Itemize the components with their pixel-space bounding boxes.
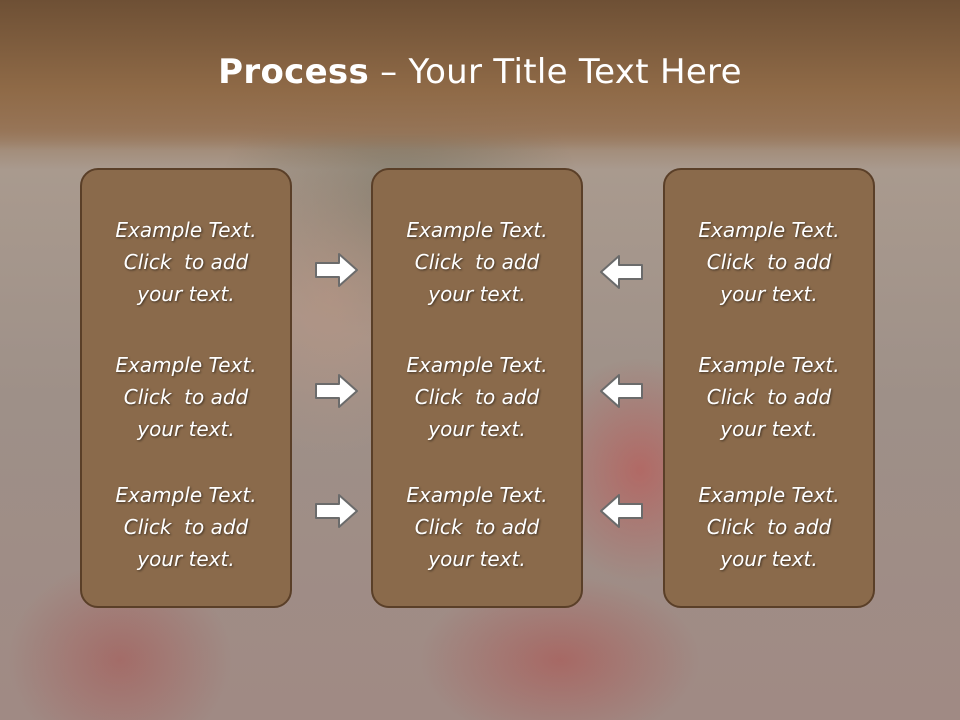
text-line: your text.: [428, 547, 526, 571]
text-line: Click to add: [414, 385, 540, 409]
title-rest: – Your Title Text Here: [369, 52, 742, 92]
text-line: Click to add: [414, 515, 540, 539]
text-line: your text.: [137, 547, 235, 571]
text-block[interactable]: Example Text. Click to add your text.: [373, 479, 581, 575]
text-line: your text.: [720, 417, 818, 441]
text-block[interactable]: Example Text. Click to add your text.: [373, 214, 581, 310]
arrow-right-icon[interactable]: [313, 491, 361, 531]
text-line: Click to add: [706, 515, 832, 539]
arrow-left-icon[interactable]: [597, 252, 645, 292]
text-line: Click to add: [123, 385, 249, 409]
text-line: Click to add: [123, 250, 249, 274]
text-line: your text.: [428, 282, 526, 306]
text-line: Example Text.: [406, 353, 548, 377]
process-panel-right[interactable]: Example Text. Click to add your text. Ex…: [663, 168, 875, 608]
text-block[interactable]: Example Text. Click to add your text.: [82, 479, 290, 575]
text-line: Example Text.: [115, 483, 257, 507]
text-block[interactable]: Example Text. Click to add your text.: [82, 349, 290, 445]
text-line: Example Text.: [115, 218, 257, 242]
arrow-right-icon[interactable]: [313, 250, 361, 290]
text-line: Click to add: [123, 515, 249, 539]
text-block[interactable]: Example Text. Click to add your text.: [665, 214, 873, 310]
text-line: your text.: [720, 282, 818, 306]
text-block[interactable]: Example Text. Click to add your text.: [665, 349, 873, 445]
text-line: your text.: [137, 282, 235, 306]
text-line: Example Text.: [115, 353, 257, 377]
arrow-left-icon[interactable]: [597, 371, 645, 411]
process-panel-left[interactable]: Example Text. Click to add your text. Ex…: [80, 168, 292, 608]
text-line: Click to add: [706, 250, 832, 274]
text-line: your text.: [137, 417, 235, 441]
text-line: your text.: [720, 547, 818, 571]
title-bold: Process: [218, 52, 370, 92]
arrow-left-icon[interactable]: [597, 491, 645, 531]
text-block[interactable]: Example Text. Click to add your text.: [373, 349, 581, 445]
text-line: Example Text.: [698, 483, 840, 507]
text-block[interactable]: Example Text. Click to add your text.: [82, 214, 290, 310]
process-panel-center[interactable]: Example Text. Click to add your text. Ex…: [371, 168, 583, 608]
text-line: Example Text.: [406, 483, 548, 507]
text-line: Click to add: [706, 385, 832, 409]
text-line: Click to add: [414, 250, 540, 274]
text-block[interactable]: Example Text. Click to add your text.: [665, 479, 873, 575]
slide-title[interactable]: Process – Your Title Text Here: [0, 52, 960, 92]
text-line: your text.: [428, 417, 526, 441]
title-band: [0, 0, 960, 150]
text-line: Example Text.: [406, 218, 548, 242]
text-line: Example Text.: [698, 353, 840, 377]
arrow-right-icon[interactable]: [313, 371, 361, 411]
text-line: Example Text.: [698, 218, 840, 242]
